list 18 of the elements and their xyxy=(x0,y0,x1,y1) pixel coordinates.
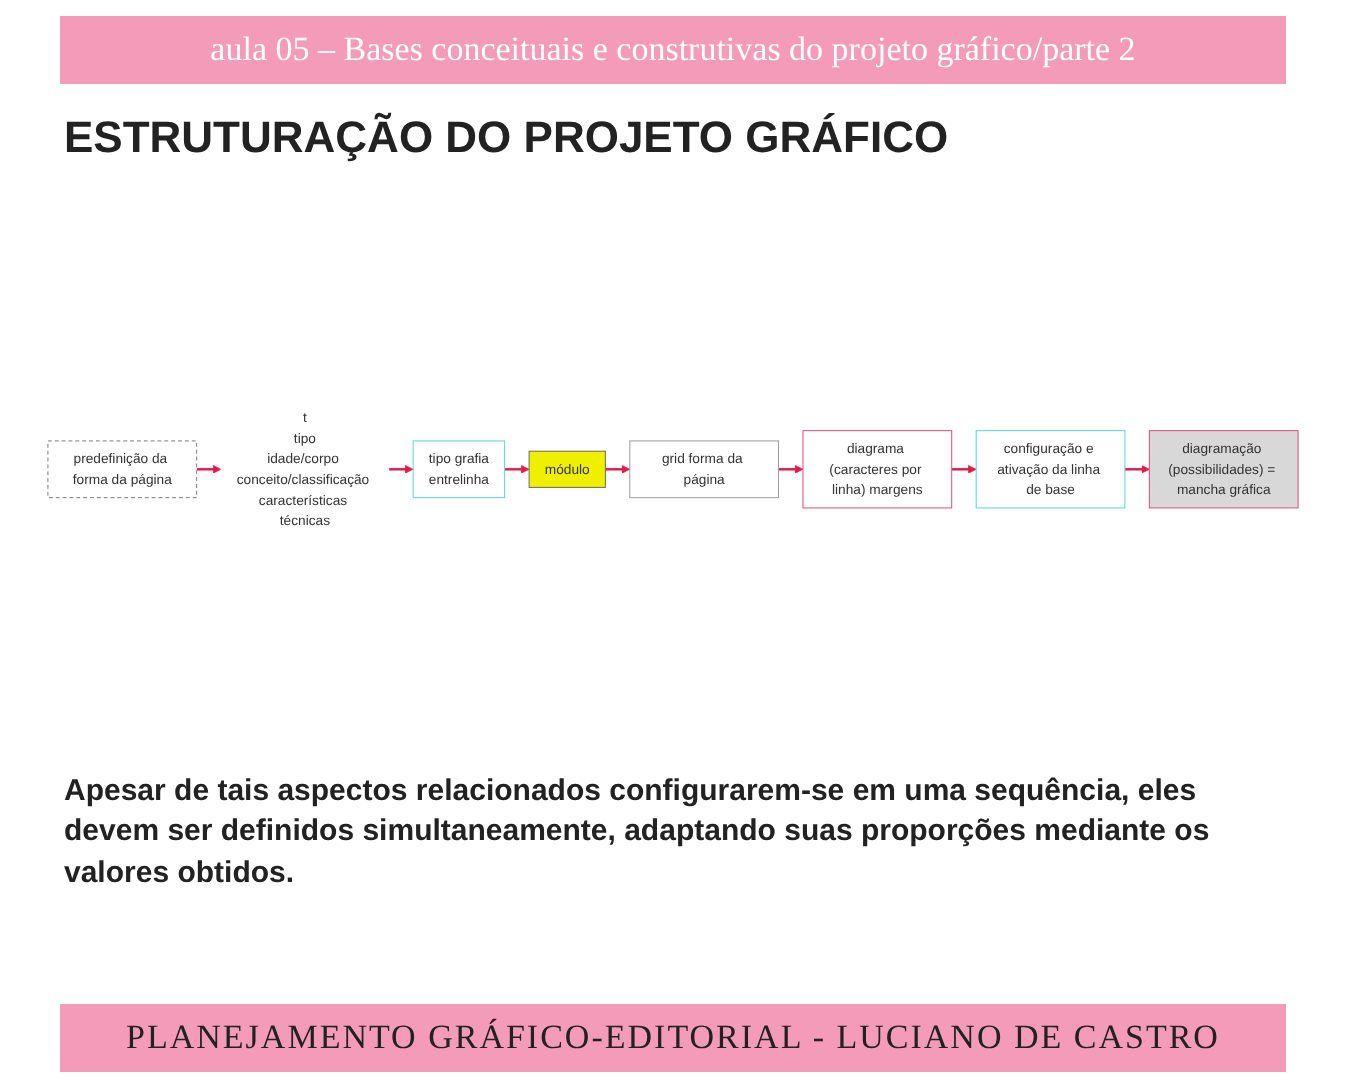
arrow xyxy=(1124,465,1150,475)
caption: Apesar de tais aspectos relacionados configurarem-se em uma sequência, eles devem ser definidos simultaneamente, adaptando suas proporções mediante os valores obtidos. xyxy=(64,772,1212,893)
node-box xyxy=(975,430,1126,510)
arrow xyxy=(196,465,222,475)
node-box xyxy=(528,451,606,489)
node-box xyxy=(1148,430,1299,510)
title: ESTRUTURAÇÃO DO PROJETO GRÁFICO xyxy=(64,112,951,164)
footer-band: PLANEJAMENTO GRÁFICO-EDITORIAL - LUCIANO DE CASTRO xyxy=(60,1004,1286,1072)
node-box xyxy=(47,441,198,499)
node-box xyxy=(629,441,779,499)
arrow xyxy=(504,465,530,475)
node-box xyxy=(802,430,953,510)
arrow xyxy=(605,465,631,475)
arrow xyxy=(388,465,414,475)
node-box xyxy=(412,441,506,499)
arrow xyxy=(951,465,977,475)
arrow xyxy=(778,465,804,475)
header-band: aula 05 – Bases conceituais e construtivas do projeto gráfico/parte 2 xyxy=(60,16,1286,84)
